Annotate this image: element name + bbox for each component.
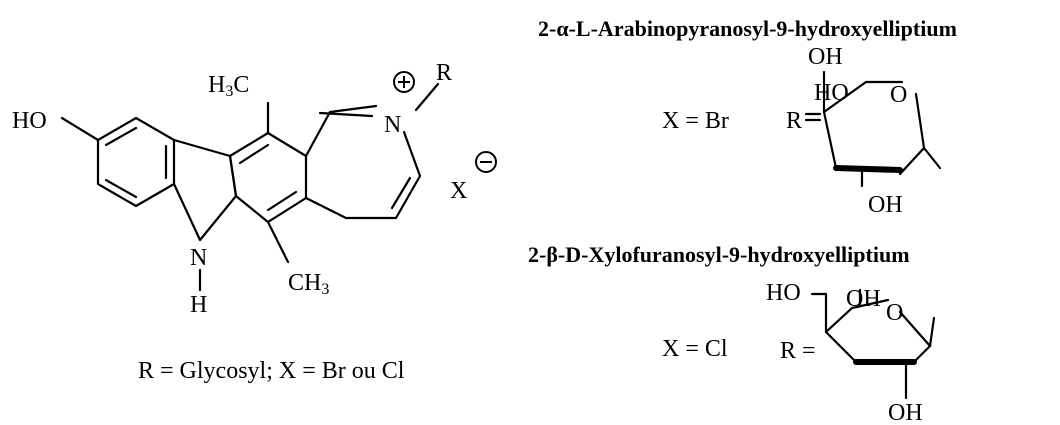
compound-1-oh-bottom: OH — [868, 192, 903, 218]
compound-2-r-label: R = — [780, 338, 816, 364]
benzene-ring-center — [228, 131, 308, 224]
compound-1-oh-top: OH — [808, 44, 843, 70]
double-bond — [266, 190, 298, 212]
label-x-minus: X — [450, 178, 467, 204]
compound-2-oh-mid: OH — [846, 286, 881, 312]
double-bond — [238, 143, 270, 165]
label-r: R — [436, 60, 452, 86]
main-caption: R = Glycosyl; X = Br ou Cl — [138, 358, 405, 384]
pyridine-ring-bottom — [304, 130, 422, 220]
compound-1-r-label: R — [786, 108, 802, 134]
pyrrole-ring — [172, 138, 238, 242]
bond-anomeric — [922, 146, 942, 170]
ring-bond — [822, 110, 838, 170]
bond-anomeric — [928, 316, 936, 348]
compound-2-ho-top: HO — [766, 280, 801, 306]
ring-bond — [912, 344, 932, 364]
ellipticine-skeleton — [60, 82, 440, 292]
pyridine-ring-top — [304, 104, 378, 158]
pyranose-ring — [804, 70, 942, 188]
positive-charge-icon — [393, 71, 415, 93]
bond-methyl-bottom — [266, 220, 290, 264]
double-bond — [318, 111, 374, 118]
compound-1-x-label: X = Br — [662, 108, 729, 134]
double-bond — [390, 176, 412, 210]
negative-charge-icon — [475, 151, 497, 173]
label-h3c: H3C — [208, 72, 249, 100]
furanose-ring — [810, 288, 936, 400]
compound-2-title: 2-β-D-Xylofuranosyl-9-hydroxyelliptium — [528, 242, 910, 267]
ring-bond — [822, 80, 868, 114]
ring-bond — [824, 330, 858, 364]
double-bond — [104, 126, 138, 147]
ring-front-bond — [833, 165, 903, 173]
ring-bond — [898, 310, 932, 348]
compound-2-x-label: X = Cl — [662, 336, 728, 362]
double-bond — [104, 178, 138, 199]
label-n-plus: N — [384, 112, 401, 138]
label-ch3: CH3 — [288, 270, 329, 298]
ring-bond — [824, 298, 890, 334]
compound-1-ho-ring: HO — [814, 80, 849, 106]
benzene-ring-left — [96, 116, 176, 208]
label-nh-n: N — [190, 245, 207, 271]
compound-1-title: 2-α-L-Arabinopyranosyl-9-hydroxyelliptiu… — [538, 16, 957, 41]
compound-2-ring-o: O — [886, 300, 903, 326]
bond-ho — [60, 116, 100, 142]
compound-1-ring-o: O — [890, 82, 907, 108]
label-ho: HO — [12, 108, 47, 134]
compound-2-oh-bottom: OH — [888, 400, 923, 425]
label-nh-h: H — [190, 292, 207, 318]
bond-n-r — [414, 82, 440, 112]
